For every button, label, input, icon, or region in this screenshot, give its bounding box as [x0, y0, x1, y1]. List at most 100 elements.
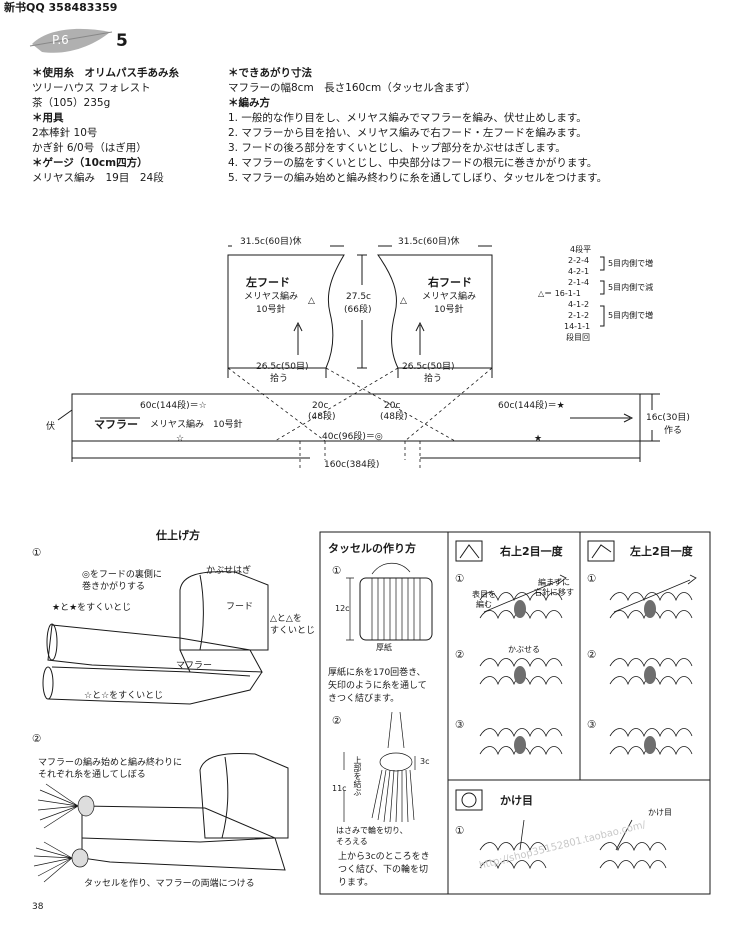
yarn-color: 茶（105）235g	[32, 97, 111, 109]
tassel-tie-length: 3c	[420, 757, 430, 766]
tassel-desc: 厚紙に糸を170回巻き、	[328, 668, 426, 678]
center-left-dim: 20c	[312, 401, 329, 411]
tassel-tie-label: 上部を結ぶ	[353, 756, 362, 796]
finished-heading: ＊できあがり寸法	[228, 67, 312, 79]
page-number: 38	[32, 902, 44, 912]
decrease-row: 4-2-1	[568, 267, 590, 276]
decrease-row: 段目回	[566, 333, 590, 342]
hood-height-rows: (66段)	[344, 305, 372, 315]
decrease-row: 2-2-4	[568, 256, 590, 265]
decrease-row: 2-1-4	[568, 278, 590, 287]
k2tog-step-number: ①	[587, 573, 597, 585]
yarn-heading: ＊使用糸 オリムパス手あみ糸	[32, 67, 179, 79]
tassel-left-icon	[33, 783, 95, 883]
source-label: 新书QQ 358483359	[4, 1, 118, 14]
left-hood-needle: 10号針	[256, 305, 286, 315]
k2tog-title: 左上2目一度	[630, 545, 693, 558]
page-ref-label: P.6	[52, 33, 69, 47]
right-hood-needle: 10号針	[434, 305, 464, 315]
finishing-note: すくいとじ	[270, 626, 316, 636]
yarn-name: ツリーハウス フォレスト	[32, 82, 151, 94]
instructions-heading: ＊編み方	[228, 97, 270, 109]
tool-crochet-hook: かぎ針 6/0号（はぎ用）	[32, 142, 147, 154]
left-hood-stitch: メリヤス編み	[244, 292, 299, 302]
tassel-desc: きつく結びます。	[328, 694, 400, 704]
finishing-note: それぞれ糸を通してしぼる	[38, 770, 146, 780]
cast-on-note: 作る	[664, 426, 683, 436]
finished-value: マフラーの幅8cm 長さ160cm（タッセル含まず）	[228, 82, 476, 94]
ssk-note: 編まずに	[538, 578, 570, 587]
muffler-left-section: 60c(144段)＝☆	[140, 401, 207, 411]
tassel-icon	[343, 711, 416, 823]
finishing-note: マフラーの編み始めと編み終わりに	[38, 758, 183, 768]
tassel-board-label: 厚紙	[376, 643, 392, 652]
muffler-title: マフラー	[94, 418, 138, 431]
instruction-step: 2. マフラーから目を拾い、メリヤス編みで右フード・左フードを編みます。	[228, 127, 587, 139]
total-length-dim: 160c(384段)	[324, 460, 380, 470]
finishing-note: マフラー	[176, 661, 213, 671]
leaf-badge-icon	[29, 28, 113, 53]
tassel-length: 11c	[332, 784, 347, 793]
left-hood-triangle: △	[308, 296, 315, 306]
center-right-rows: (48段)	[380, 412, 408, 422]
ssk-step-number: ②	[455, 649, 465, 661]
pickup-left-dim: 26.5c(50目)	[256, 362, 309, 372]
decrease-note: 5目内側で増	[608, 311, 654, 320]
solid-star-mark: ★	[534, 434, 543, 444]
tassel-step-number: ①	[332, 565, 342, 577]
knit-swatch-icons	[479, 574, 697, 870]
right-hood-title: 右フード	[428, 276, 472, 289]
gauge-value: メリヤス編み 19目 24段	[32, 172, 164, 184]
center-mark: 40c(96段)＝◎	[322, 432, 383, 442]
bind-off-label: 伏	[46, 422, 56, 432]
center-right-dim: 20c	[384, 401, 401, 411]
tassel-desc: 矢印のように糸を通して	[328, 681, 427, 691]
tassel-desc: つく結び、下の輪を切	[338, 865, 429, 875]
tassel-cut-note: そろえる	[336, 837, 368, 846]
tassel-board-icon	[346, 562, 421, 641]
finishing-note: タッセルを作り、マフラーの両端につける	[84, 879, 255, 889]
finishing-note: ☆と☆をすくいとじ	[84, 691, 164, 701]
finishing-note: △と△を	[270, 614, 302, 624]
ssk-title: 右上2目一度	[500, 545, 563, 558]
center-left-rows: (48段)	[308, 412, 336, 422]
pickup-right-dim: 26.5c(50目)	[402, 362, 455, 372]
decrease-row: 14-1-1	[564, 322, 591, 331]
decrease-note: 5目内側で減	[608, 283, 654, 292]
finishing-note: ★と★をすくいとじ	[52, 603, 132, 613]
k2tog-step-number: ②	[587, 649, 597, 661]
pickup-left-label: 拾う	[270, 374, 289, 384]
instruction-step: 1. 一般的な作り目をし、メリヤス編みでマフラーを編み、伏せ止めします。	[228, 112, 587, 124]
tassel-desc: 上から3cのところをき	[338, 852, 430, 862]
tools-heading: ＊用具	[32, 112, 64, 124]
ssk-note: 編む	[476, 600, 492, 609]
tassel-desc: ります。	[338, 878, 374, 888]
gauge-heading: ＊ゲージ（10cm四方）	[32, 157, 148, 169]
left-hood-top-dim: 31.5c(60目)休	[240, 237, 302, 247]
yarn-over-step-number: ①	[455, 825, 465, 837]
right-hood-triangle: △	[400, 296, 407, 306]
open-star-mark: ☆	[176, 434, 185, 444]
yarn-over-title: かけ目	[500, 794, 533, 807]
tassel-step-number: ②	[332, 715, 342, 727]
right-hood-stitch: メリヤス編み	[422, 292, 477, 302]
muffler-stitch: メリヤス編み 10号針	[150, 420, 243, 430]
cast-on-dim: 16c(30目)	[646, 413, 690, 423]
tool-needles: 2本棒針 10号	[32, 127, 98, 139]
finishing-note: 巻きかがりする	[82, 582, 146, 592]
left-hood-title: 左フード	[246, 276, 290, 289]
right-hood-top-dim: 31.5c(60目)休	[398, 237, 460, 247]
tassel-size: 12c	[335, 604, 350, 613]
decrease-row: 4段平	[570, 245, 592, 254]
instruction-step: 5. マフラーの編み始めと編み終わりに糸を通してしぼり、タッセルをつけます。	[228, 172, 608, 184]
pickup-right-label: 拾う	[424, 374, 443, 384]
pattern-number: 5	[116, 31, 128, 51]
ssk-note: 右針に移す	[534, 588, 574, 597]
decrease-note: 5目内側で増	[608, 259, 654, 268]
decrease-row: △＝ 16-1-1	[538, 289, 581, 298]
finishing-step-number: ①	[32, 547, 42, 559]
hood-height-dim: 27.5c	[346, 292, 371, 302]
finishing-step-number: ②	[32, 733, 42, 745]
instruction-step: 4. マフラーの脇をすくいとじし、中央部分はフードの根元に巻きかがります。	[228, 157, 598, 169]
